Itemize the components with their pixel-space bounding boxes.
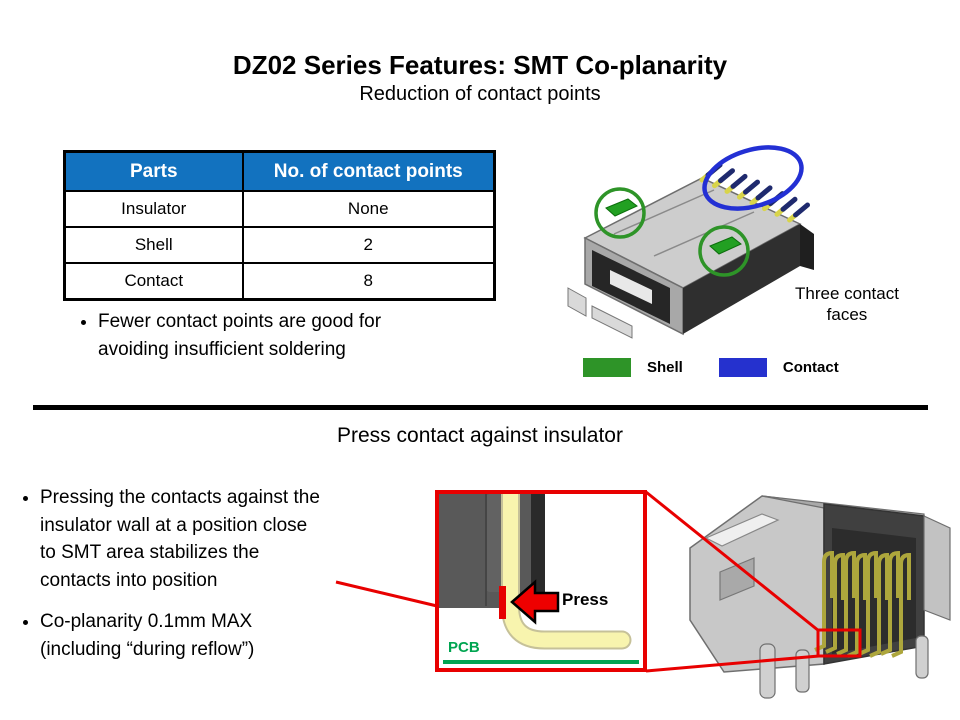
- contact-highlight-ellipse: [702, 145, 804, 211]
- connector-seam-line: [653, 211, 755, 257]
- shell-highlight-circle: [698, 225, 750, 277]
- shell-contact-tab: [709, 236, 742, 255]
- connector-leg: [759, 643, 776, 699]
- bullet-coplanarity: Co-planarity 0.1mm MAX (including “durin…: [40, 608, 450, 663]
- gold-contact-pins: [814, 550, 911, 658]
- bullet-pressing-contacts: Pressing the contacts against the insula…: [40, 484, 450, 594]
- bottom-bullet-list: Pressing the contacts against the insula…: [16, 484, 450, 677]
- cell-points: 2: [241, 226, 496, 264]
- connector-rear-image: [689, 495, 951, 699]
- legend-item-shell: Shell: [583, 358, 683, 377]
- three-contact-faces-caption: Three contact faces: [795, 284, 899, 325]
- contact-points-table: Parts No. of contact points Insulator No…: [63, 150, 496, 301]
- legend-item-contact: Contact: [718, 358, 839, 377]
- col-header-parts: Parts: [63, 150, 244, 192]
- cell-part: Insulator: [63, 190, 244, 228]
- cell-points: None: [241, 190, 496, 228]
- cell-points: 8: [241, 262, 496, 301]
- connector-top-image: [567, 145, 814, 339]
- page-subtitle: Reduction of contact points: [359, 83, 601, 105]
- insulator-inner-wall: [486, 494, 503, 592]
- page-title: DZ02 Series Features: SMT Co-planarity: [232, 50, 728, 80]
- contact-strip: [503, 494, 630, 648]
- section-heading: Press contact against insulator: [337, 424, 623, 447]
- connector-foot: [567, 287, 587, 317]
- connector-foot: [591, 305, 633, 339]
- section-divider: [33, 405, 928, 410]
- connector-right-flange: [923, 515, 951, 621]
- cross-section-drawing: [439, 494, 639, 664]
- pcb-label: PCB: [448, 639, 480, 656]
- col-header-points: No. of contact points: [241, 150, 496, 192]
- connector-opening-slot: [610, 270, 652, 304]
- shell-contact-tab: [605, 198, 638, 217]
- press-zoom-diagram: Press PCB: [435, 490, 647, 672]
- insulator-dark-edge: [531, 494, 545, 600]
- connector-leg: [795, 649, 810, 693]
- contact-color-swatch: [718, 358, 767, 377]
- table-row: Insulator None: [63, 190, 496, 228]
- connector-leg: [915, 635, 929, 679]
- pcb-line: [443, 660, 639, 664]
- top-bullet-list: Fewer contact points are good for avoidi…: [74, 308, 498, 377]
- legend-label: Shell: [647, 359, 683, 376]
- shell-color-swatch: [583, 358, 631, 377]
- connector-right-face: [683, 224, 800, 334]
- press-point-bar: [499, 586, 506, 619]
- press-label: Press: [562, 590, 609, 609]
- table-row: Shell 2: [63, 226, 496, 264]
- table-header-row: Parts No. of contact points: [63, 150, 496, 192]
- cell-part: Contact: [63, 262, 244, 301]
- shell-highlight-circle: [594, 187, 646, 239]
- connector-end-cap: [800, 224, 814, 270]
- color-legend: Shell Contact: [583, 358, 839, 377]
- cell-part: Shell: [63, 226, 244, 264]
- press-arrow-icon: [510, 579, 560, 625]
- connector-seam-line: [613, 189, 715, 235]
- bullet-fewer-contact-points: Fewer contact points are good for avoidi…: [98, 308, 498, 363]
- legend-label: Contact: [782, 359, 839, 376]
- table-row: Contact 8: [63, 262, 496, 301]
